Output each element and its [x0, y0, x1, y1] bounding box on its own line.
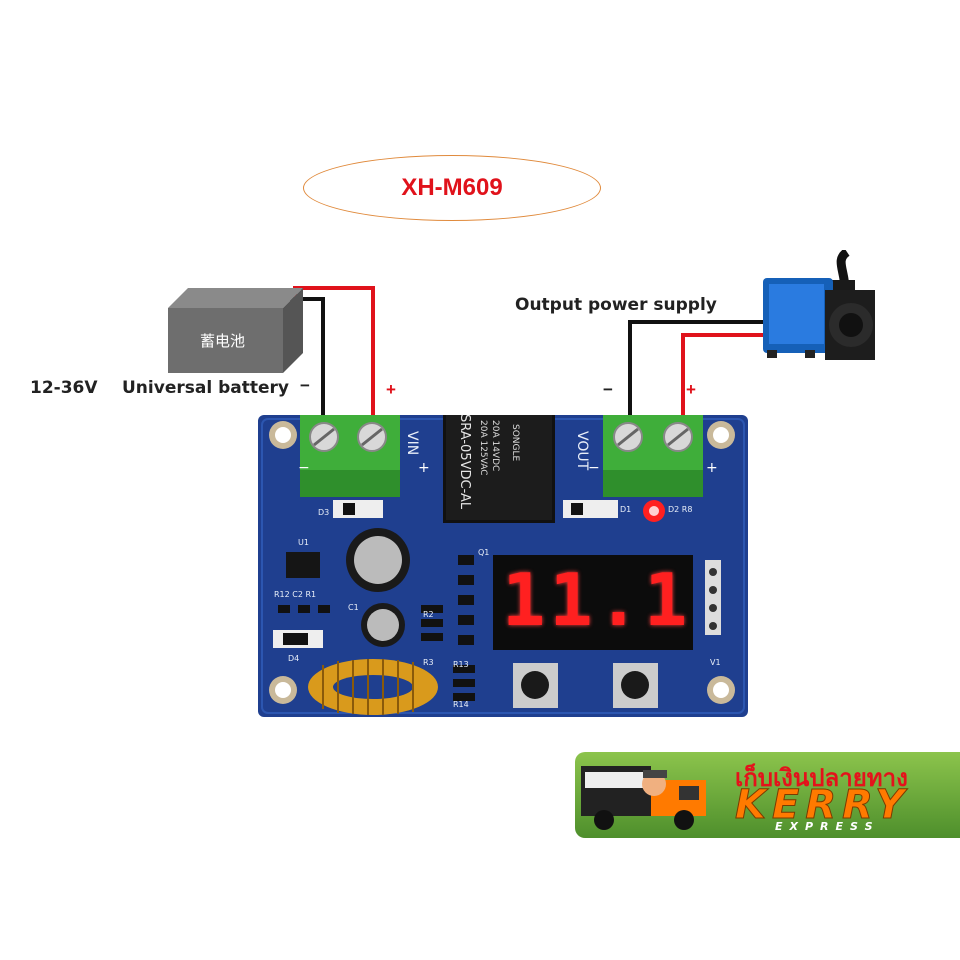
svg-text:R3: R3	[423, 658, 434, 667]
seven-segment-display	[493, 555, 693, 650]
svg-text:VOUT: VOUT	[574, 431, 590, 471]
kerry-logo-text: KERRY	[734, 782, 911, 829]
relay-label-group: SONGLE 20A 14VDC 20A 125VAC SRA-05VDC-AL	[450, 412, 550, 522]
svg-text:−: −	[298, 460, 310, 476]
svg-text:R13: R13	[453, 660, 469, 669]
delivery-truck-icon	[581, 766, 706, 830]
display-readout: 11.1	[502, 558, 692, 642]
relay-rating-ac: 20A 125VAC	[478, 420, 488, 476]
relay-rating-dc: 20A 14VDC	[490, 420, 500, 472]
svg-text:R14: R14	[453, 700, 469, 709]
svg-text:Q1: Q1	[478, 548, 489, 557]
svg-text:+: +	[706, 460, 718, 476]
svg-text:D3: D3	[318, 508, 329, 517]
svg-text:D4: D4	[288, 654, 299, 663]
relay	[443, 415, 555, 523]
express-text: EXPRESS	[775, 820, 880, 833]
svg-text:R2: R2	[423, 610, 434, 619]
output-red-wire	[681, 333, 765, 418]
svg-text:D2 R8: D2 R8	[668, 505, 692, 514]
pcb-board: D3 U1 R12 C2 R1 C1 D4 R2 R3 R13 R14 Q1 D…	[258, 415, 748, 717]
output-label: Output power supply	[515, 295, 717, 315]
product-title: XH-M609	[401, 174, 503, 201]
inductor-coil	[308, 659, 438, 715]
svg-text:D1: D1	[620, 505, 631, 514]
battery-label: 蓄电池	[200, 332, 246, 350]
smd-resistors	[278, 555, 475, 701]
mount-holes	[269, 421, 735, 704]
input-terminal-block	[300, 415, 400, 497]
svg-text:R12 C2 R1: R12 C2 R1	[274, 590, 316, 599]
push-buttons	[513, 663, 658, 708]
svg-text:−: −	[588, 460, 600, 476]
chip-u1	[286, 552, 320, 578]
output-terminal-block	[603, 415, 703, 497]
battery-plus-sign: +	[386, 380, 396, 399]
svg-text:C1: C1	[348, 603, 359, 612]
svg-text:U1: U1	[298, 538, 309, 547]
title-oval: XH-M609	[303, 155, 601, 221]
output-black-wire	[628, 320, 765, 418]
battery-icon	[168, 288, 303, 373]
output-plus-sign: +	[686, 380, 696, 399]
relay-brand: SONGLE	[510, 424, 520, 462]
svg-text:V1: V1	[710, 658, 721, 667]
header-pins	[705, 560, 721, 635]
diode-d3	[333, 500, 383, 518]
svg-text:+: +	[418, 460, 430, 476]
voltage-label: 12-36V	[30, 378, 98, 398]
cod-text: เก็บเงินปลายทาง	[735, 764, 908, 792]
kerry-badge: เก็บเงินปลายทาง KERRY EXPRESS	[575, 752, 960, 838]
output-minus-sign: −	[603, 380, 613, 399]
water-pump-icon	[763, 250, 875, 360]
battery-name-label: Universal battery	[122, 378, 289, 398]
relay-model: SRA-05VDC-AL	[457, 414, 472, 510]
svg-text:VIN: VIN	[404, 431, 420, 455]
battery-minus-sign: −	[300, 376, 310, 395]
